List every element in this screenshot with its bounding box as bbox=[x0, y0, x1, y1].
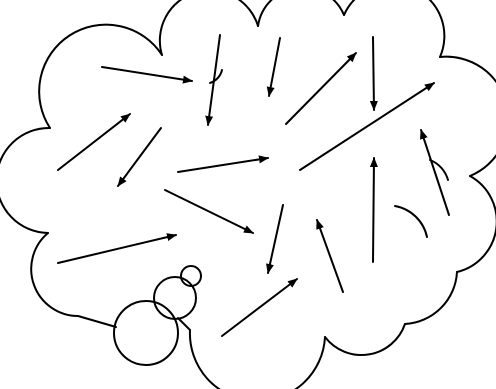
cloud-arc bbox=[258, 0, 344, 26]
cloud-arc bbox=[0, 128, 50, 233]
cloud-arc bbox=[39, 25, 162, 128]
arrow bbox=[165, 190, 253, 233]
thought-bubble-circle bbox=[114, 301, 178, 365]
cloud-arc bbox=[405, 272, 457, 324]
arrow bbox=[58, 114, 130, 170]
cloud-arc bbox=[440, 57, 496, 176]
arrow bbox=[317, 220, 343, 292]
cloud-arc bbox=[160, 0, 258, 55]
cloud-arc bbox=[344, 0, 444, 57]
cloud-arc bbox=[457, 176, 496, 272]
arrows-group bbox=[58, 35, 449, 336]
cloud-arc bbox=[190, 330, 325, 389]
arrow bbox=[300, 83, 434, 170]
arrow bbox=[373, 158, 374, 262]
cloud-arc bbox=[78, 316, 116, 327]
arrow bbox=[118, 128, 161, 186]
thought-bubble-circle bbox=[154, 277, 196, 319]
arrow bbox=[102, 67, 192, 81]
cloud-arc bbox=[178, 318, 190, 330]
cloud-arc bbox=[31, 233, 78, 316]
cloud-arc bbox=[325, 324, 405, 355]
arrow bbox=[178, 158, 268, 172]
arrow bbox=[208, 35, 220, 125]
arrow bbox=[268, 205, 283, 273]
arrow bbox=[58, 235, 176, 263]
arrow bbox=[269, 38, 280, 96]
cloud-inner-arc bbox=[395, 206, 427, 237]
arrow bbox=[222, 279, 297, 336]
arrow bbox=[286, 53, 356, 124]
thought-bubbles bbox=[114, 266, 201, 365]
arrow bbox=[373, 37, 374, 110]
